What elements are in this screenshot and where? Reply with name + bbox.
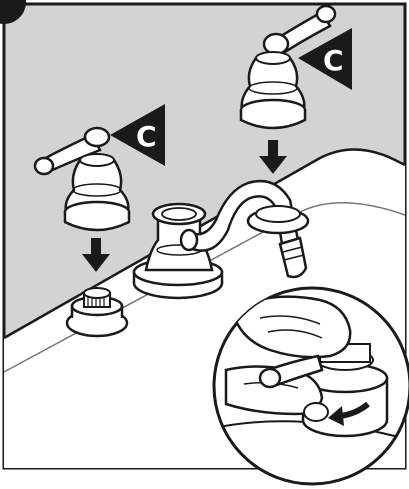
right-callout: C	[298, 28, 352, 90]
left-callout: C	[110, 104, 165, 166]
spout-arm	[179, 179, 308, 279]
right-handle	[239, 4, 337, 130]
left-down-arrow-icon	[82, 238, 110, 272]
right-valve-base	[246, 205, 310, 235]
left-valve-stem	[65, 287, 129, 338]
left-callout-label: C	[136, 120, 157, 153]
spout-base	[132, 202, 224, 300]
step-number-circle-icon	[0, 0, 26, 24]
detail-inset	[212, 286, 409, 486]
left-handle	[33, 126, 131, 232]
right-down-arrow-icon	[259, 140, 287, 174]
right-callout-label: C	[323, 44, 344, 77]
curved-arrow-icon	[328, 401, 370, 426]
